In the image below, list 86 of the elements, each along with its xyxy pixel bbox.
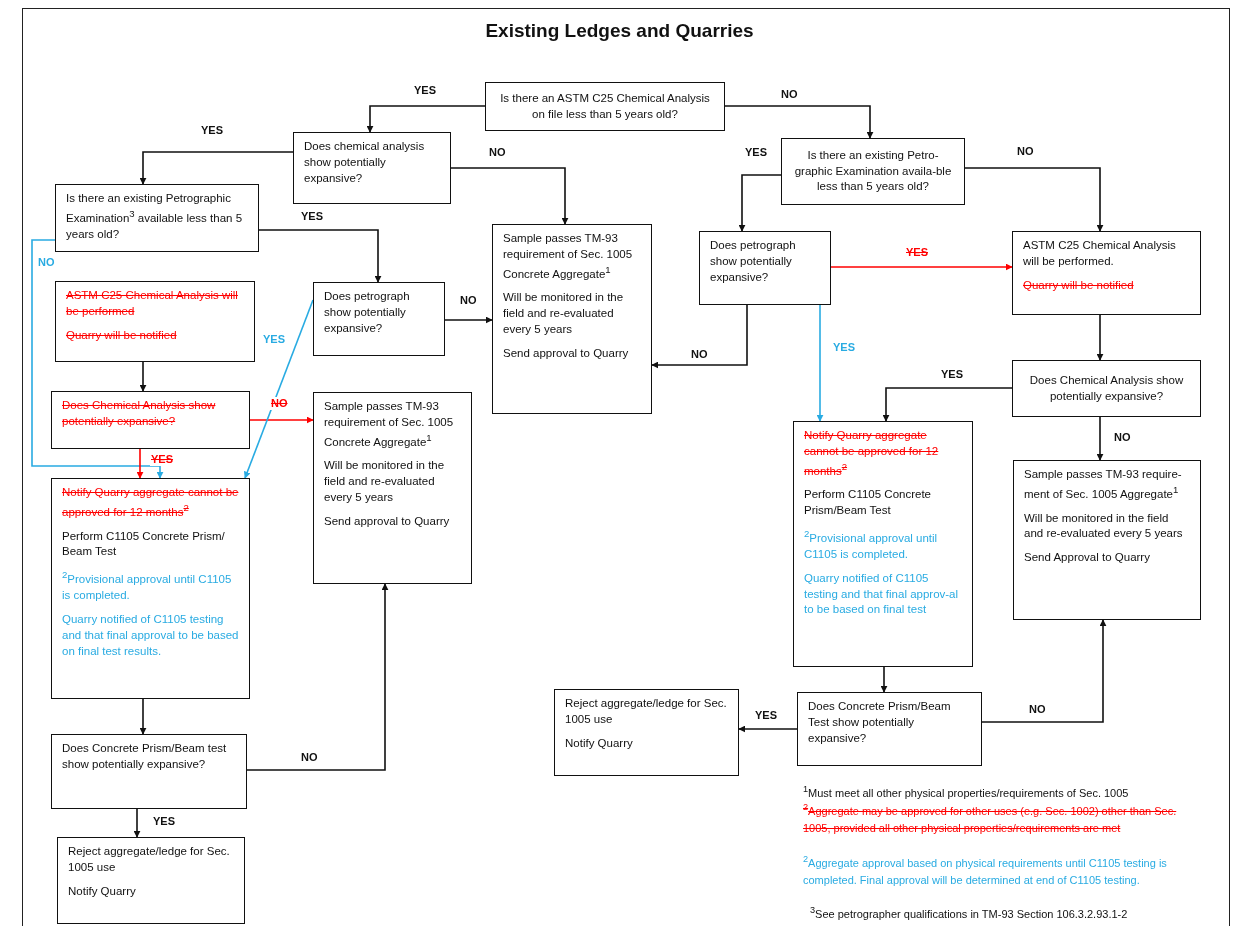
box-text: Sample passes TM-93 require-ment of Sec. 1005 Aggregate$^{1}$ [1024, 467, 1183, 502]
process-box [492, 224, 652, 414]
box-text: Reject aggregate/ledge for Sec. 1005 use [68, 844, 231, 875]
box-text: Does petrograph show potentially expansive? [324, 289, 411, 336]
box-text: Will be monitored in the field and re-evaluated every 5 years [324, 458, 446, 506]
process-box [1012, 360, 1201, 417]
process-box [51, 478, 250, 699]
process-box [313, 392, 472, 584]
process-box [1012, 231, 1201, 315]
process-box [51, 391, 250, 449]
box-text: Notify Quarry [68, 883, 137, 899]
arrow [249, 416, 314, 424]
process-box [793, 421, 973, 667]
arrow [724, 105, 874, 139]
footnote: $^{2}$Aggregate may be approved for other uses (e.g. Sec. 1002) other than Sec. 1005, provided all other physical properties/requirements are met [803, 801, 1178, 836]
process-box [313, 282, 445, 356]
arrow [31, 239, 164, 479]
box-text: Is there an existing Petrographic Examination$^{3}$ available less than 5 years old? [66, 191, 244, 242]
arrow [258, 229, 382, 283]
process-box [699, 231, 831, 305]
footnote: $^{3}$See petrographer qualifications in TM-93 Section 106.3.2.93.1-2 [810, 904, 1129, 922]
arrow [738, 174, 782, 232]
process-box [55, 281, 255, 362]
arrow [981, 619, 1107, 723]
box-text: Does Concrete Prism/Beam test show potentially expansive? [62, 741, 228, 772]
diagram-title: Existing Ledges and Quarries [485, 20, 754, 41]
arrow [880, 666, 888, 693]
box-text: Does Chemical Analysis show potentially expansive? [1028, 372, 1185, 404]
arrow [964, 167, 1104, 232]
process-box [485, 82, 725, 131]
process-box [57, 837, 245, 924]
box-text: Does petrograph show potentially expansive? [710, 238, 797, 285]
box-text: Sample passes TM-93 requirement of Sec. 1005 Concrete Aggregate$^{1}$ [324, 399, 455, 450]
process-box [293, 132, 451, 204]
process-box [51, 734, 247, 809]
box-text: Notify Quarry aggregate cannot be approved for 12 months$^{2}$ [804, 428, 940, 479]
box-text: Does Concrete Prism/Beam Test show potentially expansive? [808, 699, 952, 746]
arrow [1096, 416, 1104, 461]
box-text: Quarry notified of C1105 testing and that final approv-al to be based on final test [804, 570, 960, 618]
box-text: Reject aggregate/ledge for Sec. 1005 use [565, 696, 728, 727]
arrow [444, 316, 493, 324]
arrow [651, 304, 748, 369]
arrow [246, 583, 389, 771]
box-text: $^{2}$Provisional approval until C1105 is completed. [62, 568, 233, 603]
arrow [244, 299, 314, 479]
arrow [830, 263, 1013, 271]
box-text: Notify Quarry [565, 735, 634, 751]
box-text: Will be monitored in the field and re-evaluated every 5 years [503, 290, 625, 338]
box-text: Quarry will be notified [66, 327, 178, 343]
arrow [136, 448, 144, 479]
arrow [738, 725, 798, 733]
process-box [1013, 460, 1201, 620]
process-box [797, 692, 982, 766]
box-text: Does chemical analysis show potentially expansive? [304, 139, 426, 186]
box-text: Perform C1105 Concrete Prism/ Beam Test [62, 528, 226, 560]
arrow [450, 167, 569, 225]
box-text: $^{2}$Provisional approval until C1105 is completed. [804, 527, 939, 562]
arrow [1096, 314, 1104, 361]
process-box [554, 689, 739, 776]
box-text: Does Chemical Analysis show potentially expansive? [62, 398, 217, 429]
box-text: Send approval to Quarry [324, 514, 451, 529]
footnote: $^{2}$Aggregate approval based on physical requirements until C1105 testing is completed. Final approval will be determined at end of C1105 testing. [803, 853, 1168, 888]
box-text: Will be monitored in the field and re-evaluated every 5 years [1024, 510, 1184, 542]
arrow [816, 304, 824, 422]
box-text: ASTM C25 Chemical Analysis will be performed. [1023, 238, 1177, 269]
process-box [781, 138, 965, 205]
arrow [882, 387, 1013, 422]
box-text: ASTM C25 Chemical Analysis will be performed [66, 288, 239, 319]
box-text: Is there an existing Petro-graphic Examination availa-ble less than 5 years old? [793, 147, 953, 195]
arrow [139, 698, 147, 735]
process-box [55, 184, 259, 252]
box-text: Quarry notified of C1105 testing and that final approval to be based on final test results. [62, 611, 239, 659]
box-text: Quarry will be notified [1023, 277, 1135, 293]
footnote: $^{1}$Must meet all other physical properties/requirements of Sec. 1005 [803, 783, 1130, 801]
arrow [133, 808, 141, 838]
box-text: Perform C1105 Concrete Prism/Beam Test [804, 487, 932, 519]
box-text: Sample passes TM-93 requirement of Sec. 1005 Concrete Aggregate$^{1}$ [503, 231, 634, 282]
box-text: Is there an ASTM C25 Chemical Analysis on file less than 5 years old? [499, 90, 711, 122]
edge-label: YES [150, 453, 174, 467]
box-text: Send approval to Quarry [503, 346, 630, 361]
arrow [366, 105, 486, 133]
arrow [139, 361, 147, 392]
edge-label: NO [270, 397, 289, 411]
box-text: Send Approval to Quarry [1024, 550, 1151, 566]
arrow [139, 151, 294, 185]
box-text: Notify Quarry aggregate cannot be approved for 12 months$^{2}$ [62, 485, 239, 520]
